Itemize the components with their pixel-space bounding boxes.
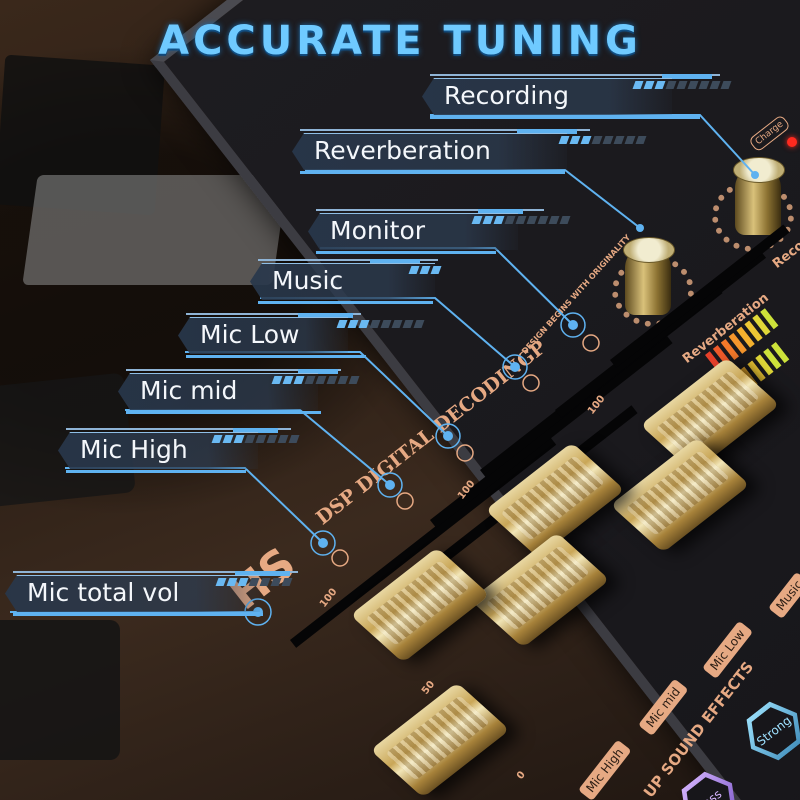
callout-mic-high: Mic High xyxy=(58,428,303,473)
knob-cap xyxy=(623,237,675,263)
callout-mic-total-vol-label: Mic total vol xyxy=(27,578,180,607)
callout-mic-mid: Mic mid xyxy=(118,369,360,414)
callout-monitor: Monitor xyxy=(308,209,571,254)
callout-recording-label: Recording xyxy=(444,81,570,110)
charge-led xyxy=(787,137,797,147)
callout-mic-mid-label: Mic mid xyxy=(140,376,238,405)
headline: ACCURATE TUNING xyxy=(158,18,642,64)
background-device xyxy=(0,620,120,760)
reverberation-knob[interactable] xyxy=(623,237,675,315)
callout-mic-low-label: Mic Low xyxy=(200,320,300,349)
callout-reverberation: Reverberation xyxy=(292,129,647,174)
callout-mic-high-label: Mic High xyxy=(80,435,188,464)
callout-music-label: Music xyxy=(272,266,344,295)
callout-monitor-label: Monitor xyxy=(330,216,426,245)
callout-mic-total-vol: Mic total vol xyxy=(5,571,300,616)
knob-cap xyxy=(733,157,785,183)
recording-knob[interactable] xyxy=(733,157,785,235)
callout-recording: Recording xyxy=(422,74,762,119)
callout-reverberation-label: Reverberation xyxy=(314,136,491,165)
callout-music: Music xyxy=(250,259,450,304)
callout-mic-low: Mic Low xyxy=(178,313,425,358)
